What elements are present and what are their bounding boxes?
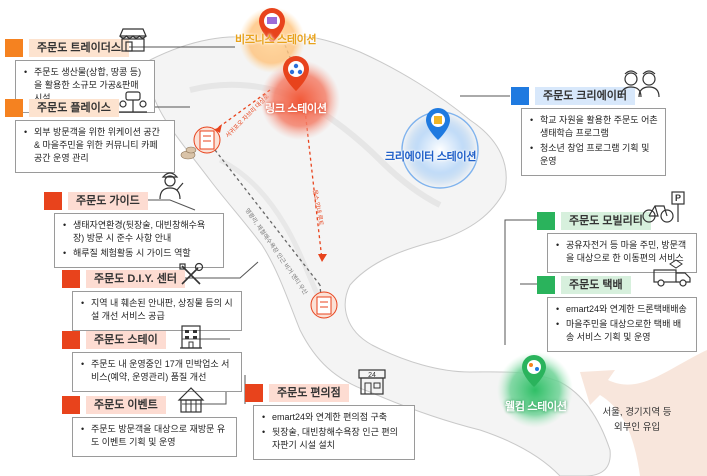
welcome-station-label: 웰컴 스테이션	[505, 401, 567, 413]
event-marker-square	[62, 396, 80, 414]
panel-place: 주문도 플레이스 외부 방문객을 위한 위케이션 공간 & 마을주민을 위한 커…	[5, 99, 175, 173]
panel-creator: 주문도 크리에이터 학교 자원을 활용한 주문도 어촌 생태학습 프로그램 청소…	[511, 87, 666, 176]
panel-delivery: 주문도 택배 emart24와 연계한 드론택배배송 마을주민을 대상으로한 택…	[537, 276, 697, 352]
mobility-title: 주문도 모빌리티	[561, 212, 651, 230]
diy-item: 지역 내 훼손된 안내판, 상징물 등의 시설 개선 서비스 공급	[81, 297, 234, 323]
event-item: 주문도 방문객을 대상으로 재방문 유도 이벤트 기획 및 운영	[81, 423, 229, 449]
mobility-marker-square	[537, 212, 555, 230]
panel-store: 주문도 편의점 emart24와 연계한 편의점 구축 뒷장술, 대빈창해수욕장…	[245, 384, 415, 460]
creator-marker-square	[511, 87, 529, 105]
convenience-store-icon: 24	[358, 369, 386, 395]
trade-title: 주문도 트레이더스	[29, 39, 130, 57]
place-building-marker	[193, 126, 221, 154]
panel-stay: 주문도 스테이 주문도 내 운영중인 17개 민박업소 서비스(예약, 운영관리…	[62, 331, 242, 392]
place-title: 주문도 플레이스	[29, 99, 119, 117]
store-title: 주문도 편의점	[269, 384, 349, 402]
creator-station-label: 크리에이터 스테이션	[385, 151, 477, 163]
link-pin-icon	[283, 56, 309, 91]
stay-marker-square	[62, 331, 80, 349]
welcome-station-glow	[497, 352, 573, 428]
panel-mobility: 주문도 모빌리티 공유자전거 등 마을 주민, 방문객을 대상으로 한 이동편의…	[537, 212, 697, 273]
mobility-item: 공유자전거 등 마을 주민, 방문객을 대상으로 한 이동편의 서비스	[556, 239, 689, 265]
hotel-icon	[180, 325, 202, 349]
teachers-icon	[620, 70, 660, 98]
circus-tent-icon	[177, 387, 205, 413]
delivery-item: 마을주민을 대상으로한 택배 배송 서비스 기획 및 운영	[556, 318, 689, 344]
inflow-arrow	[580, 350, 707, 476]
bicycle-parking-icon: P	[642, 191, 685, 223]
guide-person-icon	[159, 172, 184, 200]
place-item: 외부 방문객을 위한 위케이션 공간 & 마을주민을 위한 커뮤니티 카페 공간…	[24, 126, 167, 165]
creator-item: 학교 자원을 활용한 주문도 어촌 생태학습 프로그램	[530, 114, 658, 140]
guide-item: 해루질 체험활동 시 가이드 역할	[63, 247, 216, 260]
creator-title: 주문도 크리에이터	[535, 87, 636, 105]
welcome-pin-icon	[522, 355, 546, 387]
cafe-icon	[119, 91, 147, 113]
panel-trade: 주문도 트레이더스 주문도 생산물(상합, 땅콩 등)을 활용한 소규모 가공&…	[5, 39, 155, 113]
trade-item: 주문도 생산물(상합, 땅콩 등)을 활용한 소규모 가공&판매 시설	[24, 66, 147, 105]
delivery-truck-icon	[653, 259, 691, 287]
guide-marker-square	[44, 192, 62, 210]
panel-guide: 주문도 가이드 생태자연환경(뒷장술, 대빈창해수욕장) 방문 시 준수 사항 …	[44, 192, 224, 268]
tools-icon	[179, 262, 204, 285]
inflow-note-line2: 외부인 유입	[613, 422, 661, 433]
store-marker-square	[245, 384, 263, 402]
link-station-glow	[260, 60, 340, 140]
diy-title: 주문도 D.I.Y. 센터	[86, 270, 185, 288]
delivery-marker-square	[537, 276, 555, 294]
store-icon-number: 24	[368, 372, 376, 379]
store-building-marker	[310, 291, 338, 319]
guide-title: 주문도 가이드	[68, 192, 148, 210]
link-station-label: 링크 스테이션	[265, 103, 327, 115]
inflow-note: 서울, 경기지역 등 외부인 유입	[582, 405, 692, 435]
stay-item: 주문도 내 운영중인 17개 민박업소 서비스(예약, 운영관리) 품질 개선	[81, 358, 234, 384]
creator-pin-icon	[426, 108, 450, 140]
panel-event: 주문도 이벤트 주문도 방문객을 대상으로 재방문 유도 이벤트 기획 및 운영	[62, 396, 237, 457]
delivery-item: emart24와 연계한 드론택배배송	[556, 303, 689, 316]
inflow-note-line1: 서울, 경기지역 등	[602, 407, 672, 418]
panel-diy: 주문도 D.I.Y. 센터 지역 내 훼손된 안내판, 상징물 등의 시설 개선…	[62, 270, 242, 331]
event-title: 주문도 이벤트	[86, 396, 166, 414]
stay-stones-marker	[180, 146, 197, 160]
trade-marker-square	[5, 39, 23, 57]
svg-text:P: P	[675, 193, 681, 203]
place-marker-square	[5, 99, 23, 117]
business-station-label: 비즈니스 스테이션	[235, 34, 317, 46]
shop-icon	[119, 28, 147, 52]
guide-item: 생태자연환경(뒷장술, 대빈창해수욕장) 방문 시 준수 사항 안내	[63, 219, 216, 245]
stay-title: 주문도 스테이	[86, 331, 166, 349]
diy-marker-square	[62, 270, 80, 288]
business-pin-icon	[259, 8, 285, 43]
delivery-title: 주문도 택배	[561, 276, 631, 294]
creator-item: 청소년 창업 프로그램 기획 및 운영	[530, 142, 658, 168]
store-item: 뒷장술, 대빈창해수욕장 인근 편의 자판기 시설 설치	[262, 426, 407, 452]
store-item: emart24와 연계한 편의점 구축	[262, 411, 407, 424]
